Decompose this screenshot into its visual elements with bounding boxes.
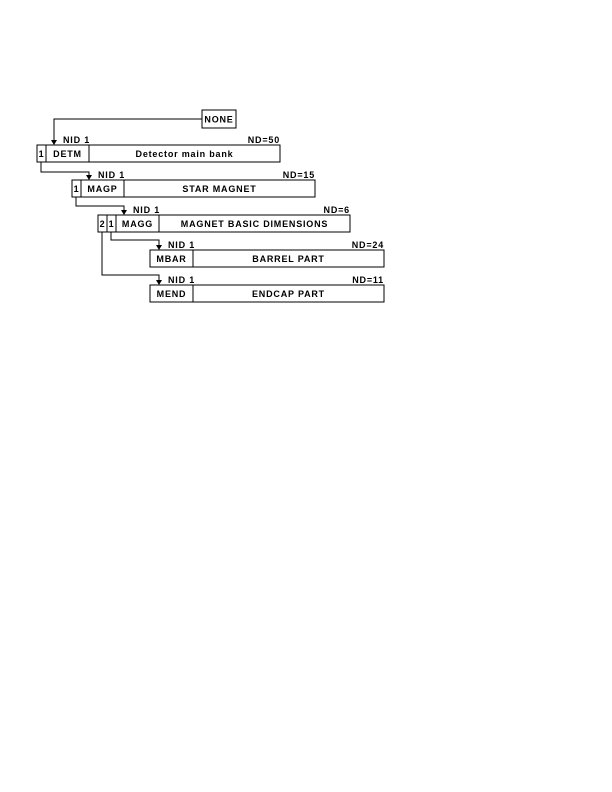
bank-magp-nd: ND=15 bbox=[283, 170, 315, 180]
bank-detm-nd: ND=50 bbox=[248, 135, 280, 145]
connector-none-detm bbox=[51, 118, 202, 145]
bank-magp-title: STAR MAGNET bbox=[182, 184, 256, 194]
bank-mbar-name: MBAR bbox=[156, 254, 186, 264]
bank-magg-title-box bbox=[158, 214, 351, 233]
connector-magg-mbar bbox=[110, 232, 162, 250]
bank-detm-name: DETM bbox=[53, 149, 82, 159]
connector-detm-magp-line bbox=[40, 162, 90, 176]
connector-magg-mbar-line bbox=[110, 232, 160, 246]
bank-magp-link-label: 1 bbox=[74, 184, 80, 194]
bank-mend-name: MEND bbox=[157, 289, 187, 299]
bank-mbar-nd: ND=24 bbox=[352, 240, 384, 250]
bank-mbar: NID 1 ND=24 MBAR BARREL PART bbox=[149, 240, 385, 268]
bank-magg-name: MAGG bbox=[122, 219, 153, 229]
bank-detm-title: Detector main bank bbox=[136, 149, 234, 159]
connector-magp-magg-line bbox=[75, 197, 125, 211]
bank-magg-link-label-2: 2 bbox=[100, 219, 106, 229]
connector-magg-mend-arrow bbox=[156, 280, 162, 285]
bank-detm-link-label: 1 bbox=[39, 149, 45, 159]
bank-magg-link-label-1: 1 bbox=[109, 219, 115, 229]
bank-magp-nid: NID 1 bbox=[98, 170, 125, 180]
bank-detm-nid: NID 1 bbox=[63, 135, 90, 145]
bank-mend-nid: NID 1 bbox=[168, 275, 195, 285]
connector-magp-magg-arrow bbox=[121, 210, 127, 215]
connector-magg-mbar-arrow bbox=[156, 245, 162, 250]
bank-magg-nd: ND=6 bbox=[324, 205, 350, 215]
connector-magp-magg bbox=[75, 197, 127, 215]
bank-mend-title: ENDCAP PART bbox=[252, 289, 325, 299]
connector-none-detm-line bbox=[53, 118, 202, 141]
bank-mbar-nid: NID 1 bbox=[168, 240, 195, 250]
bank-magp-title-box bbox=[123, 179, 316, 198]
connector-detm-magp-arrow bbox=[86, 175, 92, 180]
bank-magp-name: MAGP bbox=[87, 184, 117, 194]
bank-magg-nid: NID 1 bbox=[133, 205, 160, 215]
bank-detm: NID 1 ND=50 1 DETM Detector main bank bbox=[36, 135, 281, 163]
connector-magg-mend-line bbox=[101, 232, 160, 281]
bank-mbar-title-box bbox=[192, 249, 385, 268]
connector-magg-mend bbox=[101, 232, 162, 285]
bank-mbar-title: BARREL PART bbox=[252, 254, 324, 264]
bank-mend: NID 1 ND=11 MEND ENDCAP PART bbox=[149, 275, 385, 303]
root-node-label: NONE bbox=[204, 115, 233, 125]
bank-mend-nd: ND=11 bbox=[352, 275, 384, 285]
bank-magg-title: MAGNET BASIC DIMENSIONS bbox=[181, 219, 328, 229]
bank-magg: NID 1 ND=6 2 1 MAGG MAGNET BASIC DIMENSI… bbox=[97, 205, 351, 233]
connector-detm-magp bbox=[40, 162, 92, 180]
bank-magp: NID 1 ND=15 1 MAGP STAR MAGNET bbox=[71, 170, 316, 198]
connector-none-detm-arrow bbox=[51, 140, 57, 145]
bank-detm-title-box bbox=[88, 144, 281, 163]
root-node: NONE bbox=[201, 109, 237, 129]
bank-mend-title-box bbox=[192, 284, 385, 303]
